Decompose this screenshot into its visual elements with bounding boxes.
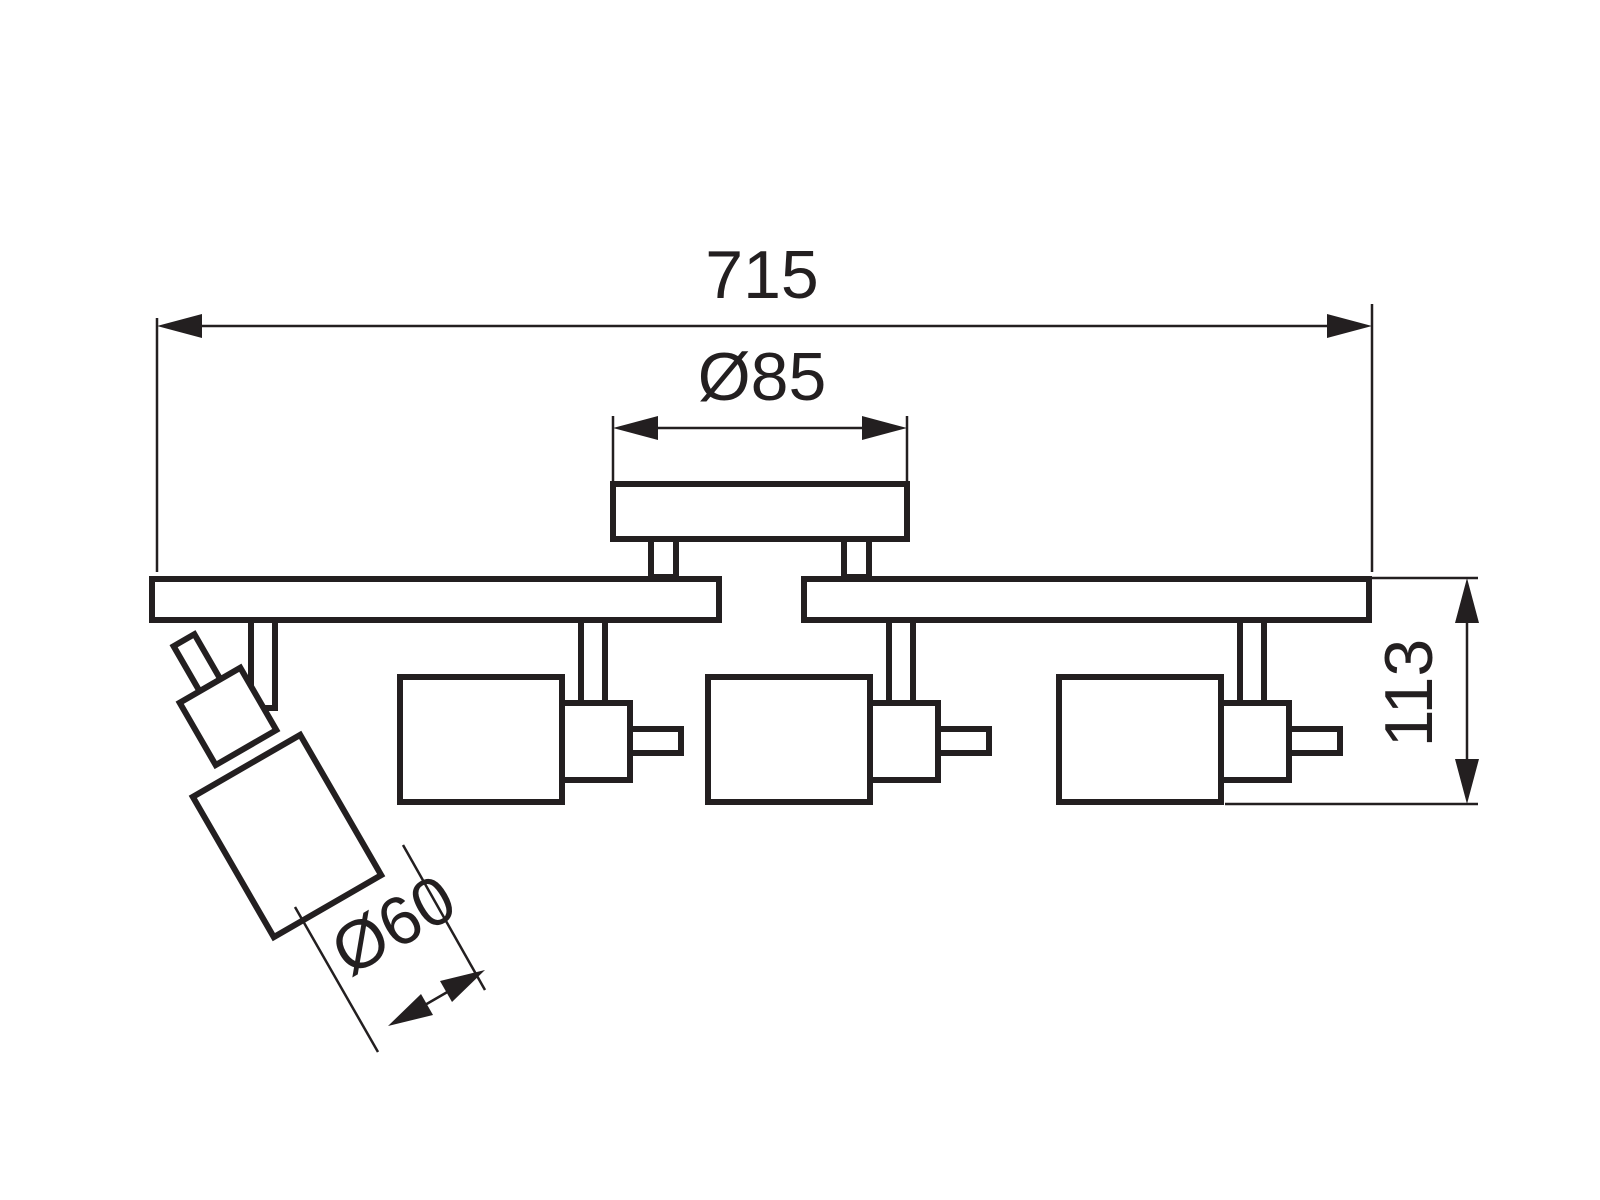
arrowhead-left: [157, 314, 202, 338]
spot-head: [188, 730, 386, 942]
dimension-overall-length: 715: [155, 237, 1374, 572]
spot-bracket: [867, 700, 941, 783]
arrowhead-left: [613, 416, 658, 440]
dimension-base-diameter: Ø85: [611, 339, 909, 484]
spot-stem: [886, 617, 916, 706]
spot-bracket: [559, 700, 633, 783]
mount-post-right: [841, 536, 872, 580]
spot-stem: [1237, 617, 1267, 706]
left-arm: [149, 576, 722, 623]
spotlight-3: [705, 617, 992, 805]
arrowhead-right: [1327, 314, 1372, 338]
arrowhead-right: [862, 416, 907, 440]
ceiling-mount-plate: [610, 481, 910, 580]
height-label: 113: [1371, 639, 1447, 747]
spot-bracket: [175, 663, 281, 770]
arrowhead-left: [388, 994, 433, 1026]
right-arm: [801, 576, 1372, 623]
spotlight-2: [397, 617, 684, 805]
base-diameter-label: Ø85: [698, 339, 827, 415]
arrowhead-bottom: [1455, 759, 1479, 804]
arrowhead-right: [440, 970, 485, 1002]
spot-bracket: [1218, 700, 1292, 783]
spotlight-1: [169, 617, 386, 942]
spot-head: [705, 674, 873, 805]
spotlight-4: [1056, 617, 1343, 805]
dimension-height: 113: [1225, 576, 1479, 806]
spot-pin: [627, 726, 684, 756]
overall-length-label: 715: [705, 237, 818, 313]
arrowhead-top: [1455, 578, 1479, 623]
spot-stem: [578, 617, 608, 706]
spot-pin: [1286, 726, 1343, 756]
spot-head: [1056, 674, 1224, 805]
mount-post-left: [648, 536, 679, 580]
spot-head: [397, 674, 565, 805]
spot-pin: [935, 726, 992, 756]
